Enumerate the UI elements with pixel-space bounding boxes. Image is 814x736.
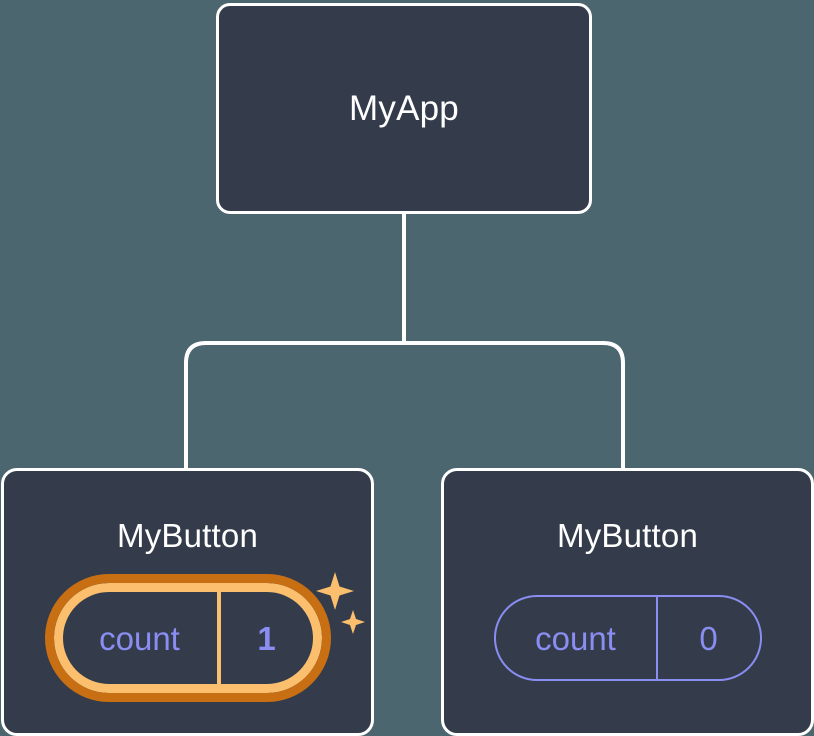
state-badge-left-wrap: count 1 [44,572,365,702]
connector-branch-bus [184,341,625,470]
state-badge-left-key: count [99,619,180,657]
state-badge-right-key: count [535,619,616,657]
node-mybutton-left[interactable]: MyButton count 1 [1,468,374,736]
node-mybutton-left-title: MyButton [117,517,258,554]
sparkle-small-icon [340,610,365,634]
node-mybutton-right-title: MyButton [557,517,698,554]
state-badge-count-unchanged[interactable]: count 0 [493,595,762,681]
state-badge-right-divider [655,597,658,679]
state-badge-left-value: 1 [257,619,276,657]
state-badge-left-divider [216,592,221,684]
state-badge-right-value: 0 [699,619,718,657]
state-badge-count-updated[interactable]: count 1 [44,574,331,702]
state-badge-inner-ring: count 1 [53,583,322,693]
node-myapp[interactable]: MyApp [216,3,592,214]
state-badge-right-wrap: count 0 [493,595,762,681]
node-mybutton-right[interactable]: MyButton count 0 [441,468,814,736]
node-myapp-title: MyApp [349,89,459,128]
